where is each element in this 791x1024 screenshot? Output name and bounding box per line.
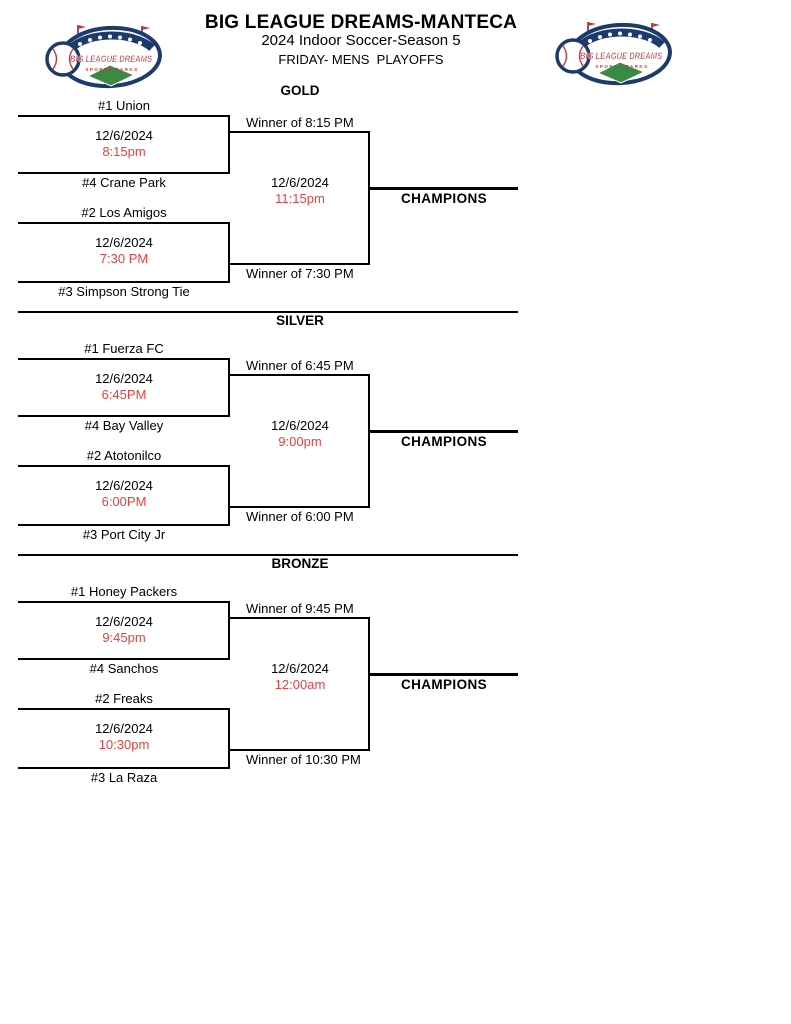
winner-top-label: Winner of 6:45 PM: [246, 358, 354, 373]
section-divider: [18, 311, 518, 313]
page-title: BIG LEAGUE DREAMS-MANTECA: [204, 12, 518, 33]
page-subtitle: 2024 Indoor Soccer-Season 5: [261, 32, 461, 49]
final-box: [230, 617, 370, 751]
team-seed1: #1 Honey Packers: [70, 584, 178, 599]
big-league-dreams-logo: BIG LEAGUE DREAMS SPORTS PARKS: [555, 22, 672, 86]
section-title-gold: GOLD: [280, 83, 320, 98]
field-icon: [86, 64, 136, 87]
final-box: [230, 131, 370, 265]
logo-subtext: SPORTS PARKS: [595, 64, 648, 69]
champion-line: [370, 673, 518, 676]
final-time: 12:00am: [274, 677, 326, 692]
logo-banner-text: BIG LEAGUE DREAMS: [580, 51, 662, 61]
match1-time: 9:45pm: [102, 630, 146, 645]
champion-line: [370, 187, 518, 190]
match1-box: [18, 358, 230, 417]
match2-box: [18, 708, 230, 769]
winner-bottom-label: Winner of 10:30 PM: [246, 752, 361, 767]
team-seed2: #2 Atotonilco: [86, 448, 162, 463]
team-seed1: #1 Fuerza FC: [84, 341, 164, 356]
logo-banner-text: BIG LEAGUE DREAMS: [70, 54, 152, 64]
match1-time: 6:45PM: [101, 387, 147, 402]
final-box: [230, 374, 370, 508]
winner-top-label: Winner of 9:45 PM: [246, 601, 354, 616]
match2-time: 10:30pm: [98, 737, 150, 752]
match1-box: [18, 601, 230, 660]
logo-subtext: SPORTS PARKS: [85, 67, 138, 72]
champion-label: CHAMPIONS: [400, 434, 488, 449]
team-seed4: #4 Bay Valley: [84, 418, 164, 433]
match1-date: 12/6/2024: [95, 128, 153, 143]
match1-date: 12/6/2024: [95, 371, 153, 386]
team-seed3: #3 Simpson Strong Tie: [58, 284, 190, 299]
field-icon: [596, 61, 646, 84]
match2-box: [18, 465, 230, 526]
team-seed4: #4 Crane Park: [82, 175, 166, 190]
winner-bottom-label: Winner of 6:00 PM: [246, 509, 354, 524]
section-title-silver: SILVER: [276, 313, 324, 328]
final-time: 9:00pm: [278, 434, 322, 449]
page-subtitle2: FRIDAY- MENS PLAYOFFS: [278, 52, 444, 67]
match2-time: 6:00PM: [101, 494, 147, 509]
final-date: 12/6/2024: [271, 661, 329, 676]
team-seed4: #4 Sanchos: [89, 661, 159, 676]
team-seed2: #2 Freaks: [95, 691, 153, 706]
match2-box: [18, 222, 230, 283]
match1-time: 8:15pm: [102, 144, 146, 159]
team-seed3: #3 La Raza: [90, 770, 158, 785]
final-date: 12/6/2024: [271, 418, 329, 433]
match2-time: 7:30 PM: [99, 251, 149, 266]
winner-top-label: Winner of 8:15 PM: [246, 115, 354, 130]
match2-date: 12/6/2024: [95, 478, 153, 493]
team-seed2: #2 Los Amigos: [81, 205, 167, 220]
champion-line: [370, 430, 518, 433]
champion-label: CHAMPIONS: [400, 677, 488, 692]
match1-date: 12/6/2024: [95, 614, 153, 629]
match2-date: 12/6/2024: [95, 235, 153, 250]
champion-label: CHAMPIONS: [400, 191, 488, 206]
section-divider: [18, 554, 518, 556]
big-league-dreams-logo: BIG LEAGUE DREAMS SPORTS PARKS: [45, 25, 162, 89]
match2-date: 12/6/2024: [95, 721, 153, 736]
final-time: 11:15pm: [275, 191, 325, 206]
final-date: 12/6/2024: [271, 175, 329, 190]
baseball-icon: [555, 38, 591, 74]
winner-bottom-label: Winner of 7:30 PM: [246, 266, 354, 281]
match1-box: [18, 115, 230, 174]
team-seed3: #3 Port City Jr: [82, 527, 166, 542]
baseball-icon: [45, 41, 81, 77]
team-seed1: #1 Union: [97, 98, 151, 113]
section-title-bronze: BRONZE: [271, 556, 329, 571]
